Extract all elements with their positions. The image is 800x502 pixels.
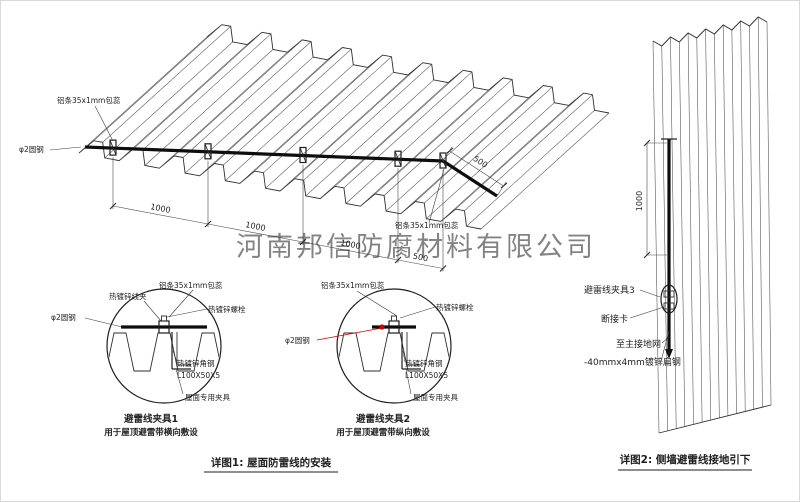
wall-elevation-view: 1000 避雷线夹具3 断接卡 至主接地网 -40mmx4mm镀锌扁钢 xyxy=(584,16,772,434)
leader-strip-right xyxy=(428,168,445,224)
label-to-ground-grid: 至主接地网 xyxy=(616,338,661,350)
leader-bolt-1 xyxy=(166,308,208,318)
leader-round-steel xyxy=(49,146,82,151)
label-disconnect-card: 断接卡 xyxy=(601,313,628,325)
roof-dimension-lines xyxy=(109,146,508,272)
label-round-steel-roof: φ2圆钢 xyxy=(19,144,44,154)
label-round-steel-1: φ2圆钢 xyxy=(51,312,76,322)
caption-detail1: 详图1: 屋面防雷线的安装 xyxy=(211,456,332,469)
label-angle-steel-2: 热镀锌角钢 xyxy=(405,358,443,368)
captions: 详图1: 屋面防雷线的安装 详图2: 侧墙避雷线接地引下 xyxy=(204,453,752,473)
wall-dim-1000: 1000 xyxy=(635,191,644,211)
leader-strip-1 xyxy=(168,289,194,318)
dim-1000-c: 1000 xyxy=(340,238,362,251)
leader-clamp3 xyxy=(639,289,661,298)
label-bolt-2: 热镀锌螺栓 xyxy=(436,302,474,312)
leader-flat-steel xyxy=(660,330,670,362)
label-flat-steel: -40mmx4mm镀锌扁钢 xyxy=(584,356,681,368)
detail-view-clamp2: 铝条35x1mm包蕊 热镀锌螺栓 φ2圆钢 热镀锌角钢 L100X50X5 屋面… xyxy=(285,280,474,438)
label-angle-size-2: L100X50X5 xyxy=(405,371,448,380)
leader-roof-clamp-1 xyxy=(175,368,184,395)
leader-roof-clamp-2 xyxy=(405,368,412,395)
roof-corrugation-lines xyxy=(78,24,610,230)
label-strip-1: 铝条35x1mm包蕊 xyxy=(159,280,223,290)
label-clamp3: 避雷线夹具3 xyxy=(584,284,635,296)
label-angle-steel-1: 热镀锌角钢 xyxy=(177,358,215,368)
label-round-steel-2: φ2圆钢 xyxy=(285,335,310,345)
label-bolt-1: 热镀锌螺栓 xyxy=(208,304,246,314)
leader-wire-clamp-1 xyxy=(143,300,162,322)
dim-1000-a: 1000 xyxy=(150,202,172,215)
wall-corrugation-lines xyxy=(652,16,772,434)
dim-500-b: 500 xyxy=(472,154,490,170)
roof-lightning-conductor xyxy=(84,139,498,198)
leader-round-steel-1 xyxy=(84,317,123,328)
caption-detail2: 详图2: 侧墙避雷线接地引下 xyxy=(620,453,751,466)
label-angle-size-1: L100X50X5 xyxy=(177,371,220,380)
wall-down-conductor xyxy=(643,138,678,359)
label-roof-clamp-1: 屋面专用夹具 xyxy=(185,392,230,402)
label-aluminum-strip-right: 铝条35x1mm包蕊 xyxy=(395,220,459,230)
detail1-subtitle: 用于屋顶避雷带横向敷设 xyxy=(103,427,198,438)
dim-500-a: 500 xyxy=(412,252,429,264)
detail1-drawing xyxy=(106,288,222,404)
leader-disconnect xyxy=(629,306,665,319)
leader-strip-2 xyxy=(356,290,398,317)
label-aluminum-strip-left: 铝条35x1mm包蕊 xyxy=(57,95,121,105)
company-watermark: 河南邦信防腐材料有限公司 xyxy=(236,232,596,263)
leader-bolt-2 xyxy=(399,306,436,319)
detail1-title: 避雷线夹具1 xyxy=(124,413,178,425)
roof-isometric-view: 铝条35x1mm包蕊 φ2圆钢 铝条35x1mm包蕊 1000 1000 100… xyxy=(19,24,610,272)
detail2-subtitle: 用于屋顶避雷带纵向敷设 xyxy=(335,427,430,438)
leader-strip-left xyxy=(94,105,114,142)
label-strip-2: 铝条35x1mm包蕊 xyxy=(321,280,385,290)
label-roof-clamp-2: 屋面专用夹具 xyxy=(413,392,458,402)
detail-view-clamp1: 热镀锌线夹 铝条35x1mm包蕊 热镀锌螺栓 φ2圆钢 热镀锌角钢 L100X5… xyxy=(51,280,246,438)
leader-angle-steel-1 xyxy=(172,350,178,363)
detail2-title: 避雷线夹具2 xyxy=(356,413,410,425)
dim-1000-b: 1000 xyxy=(245,220,267,233)
leader-angle-steel-2 xyxy=(402,350,406,363)
leader-round-steel-2 xyxy=(316,327,383,341)
label-wire-clamp-1: 热镀锌线夹 xyxy=(109,291,147,301)
leader-to-ground xyxy=(661,336,670,344)
